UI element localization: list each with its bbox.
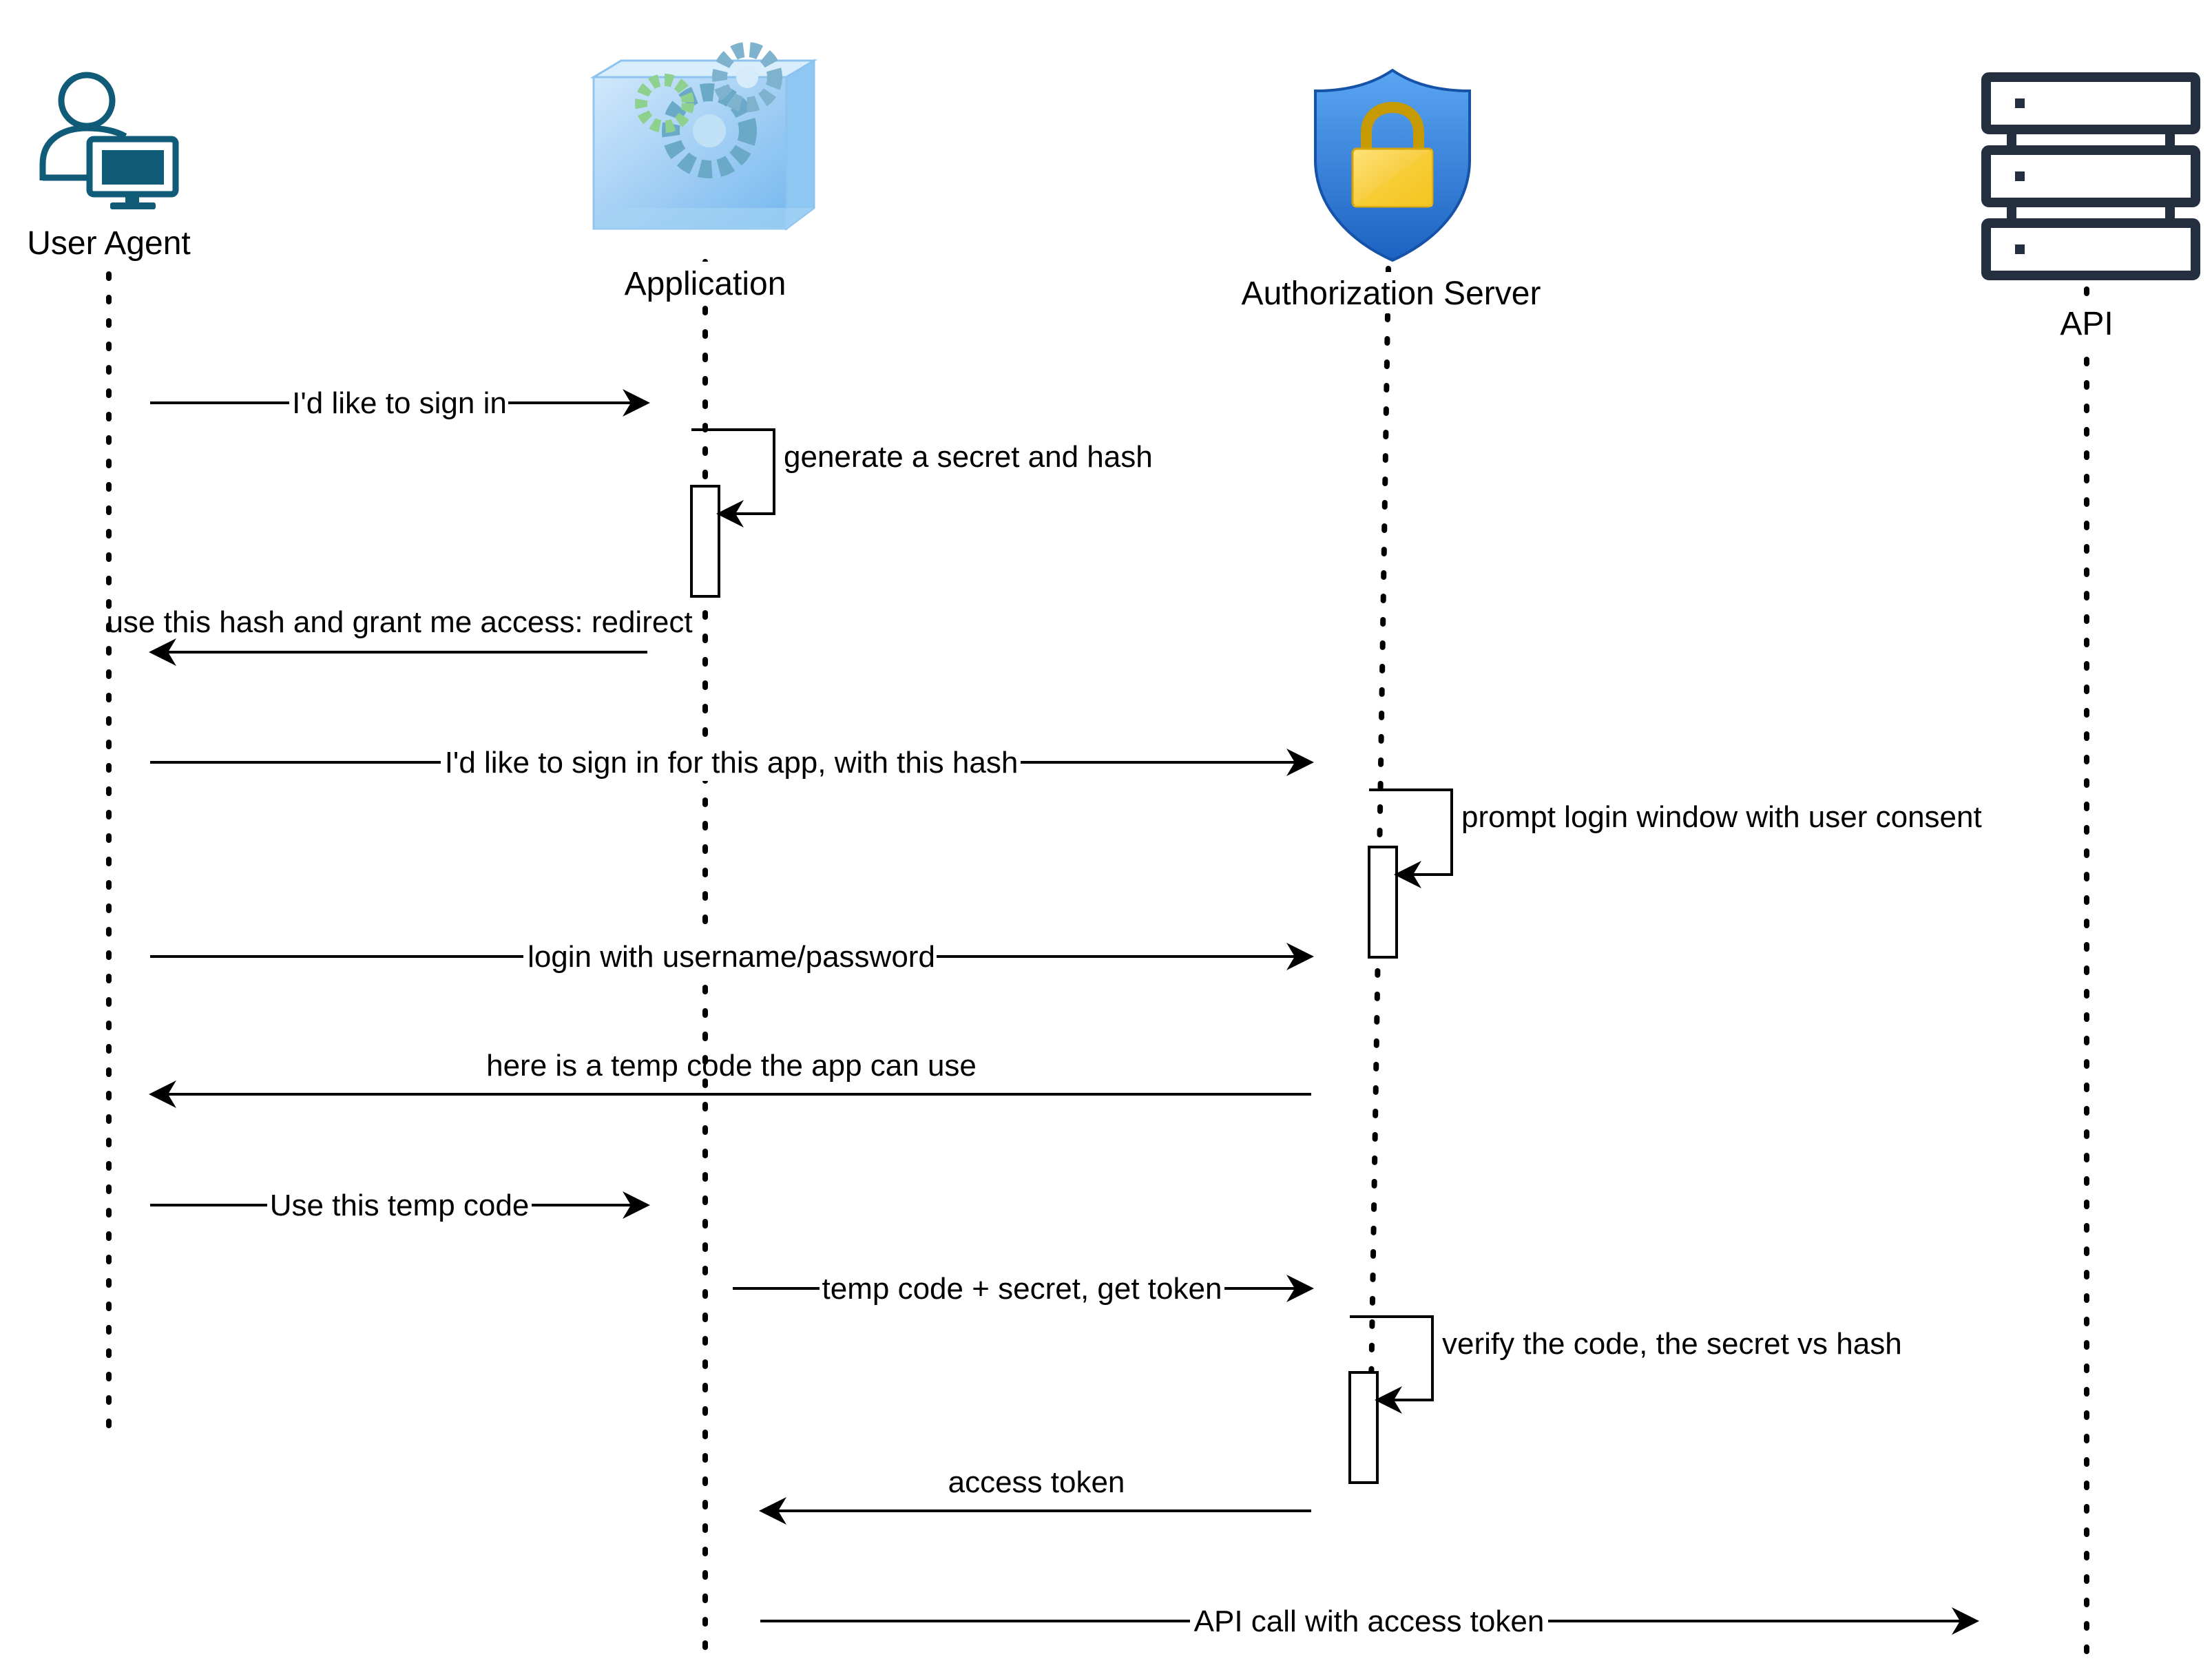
message-label: temp code + secret, get token: [822, 1272, 1222, 1306]
message-label: API call with access token: [1194, 1605, 1545, 1638]
actor-label-authorization-server: Authorization Server: [1242, 275, 1541, 312]
message-temp-code: here is a temp code the app can use: [149, 1049, 1311, 1108]
server-stack-icon: [1981, 72, 2200, 280]
message-label: generate a secret and hash: [784, 440, 1153, 474]
message-label: login with username/password: [528, 940, 935, 974]
message-access-token: access token: [759, 1465, 1311, 1525]
message-get-token: temp code + secret, get token: [733, 1270, 1314, 1307]
message-label: use this hash and grant me access: redir…: [106, 605, 692, 639]
self-message-verify: verify the code, the secret vs hash: [1350, 1315, 1902, 1414]
message-sign-in-with-hash: I'd like to sign in for this app, with t…: [150, 744, 1314, 781]
message-label: prompt login window with user consent: [1461, 800, 1982, 834]
activation-auth-server-1: [1368, 846, 1398, 959]
message-sign-in: I'd like to sign in: [150, 384, 650, 421]
message-label: access token: [948, 1465, 1125, 1499]
security-shield-lock-icon: [1314, 68, 1471, 262]
message-use-temp-code: Use this temp code: [150, 1187, 650, 1224]
actor-label-application: Application: [625, 266, 786, 302]
message-label: I'd like to sign in for this app, with t…: [445, 746, 1019, 780]
actor-label-api: API: [2060, 306, 2113, 342]
activation-application: [690, 485, 720, 598]
message-label: Use this temp code: [270, 1189, 530, 1222]
lifeline-authorization-server: [1368, 266, 1391, 1435]
message-label: verify the code, the secret vs hash: [1442, 1327, 1902, 1361]
message-label: I'd like to sign in: [292, 386, 507, 420]
user-computer-icon: [39, 72, 179, 209]
message-api-call: API call with access token: [760, 1602, 1979, 1640]
activation-auth-server-2: [1348, 1371, 1379, 1484]
message-redirect: use this hash and grant me access: redir…: [106, 605, 693, 666]
self-message-generate-secret: generate a secret and hash: [691, 428, 1153, 527]
actor-label-user-agent: User Agent: [27, 225, 190, 262]
message-label: here is a temp code the app can use: [486, 1049, 977, 1083]
application-gears-icon: [589, 42, 818, 231]
message-login: login with username/password: [150, 938, 1314, 975]
self-message-prompt-login: prompt login window with user consent: [1369, 788, 1982, 888]
